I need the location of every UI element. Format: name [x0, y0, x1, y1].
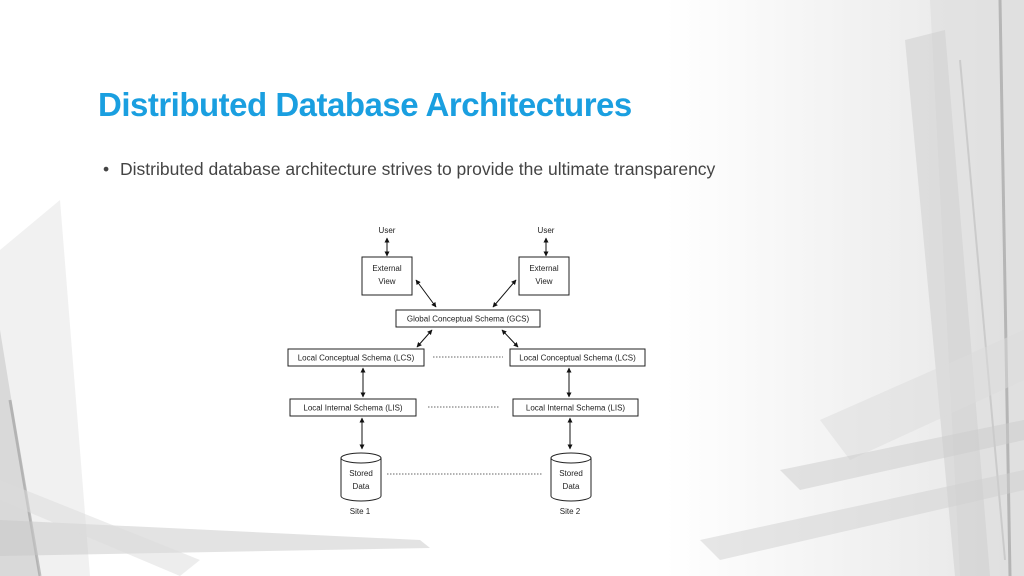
arrow-external-gcs-left [415, 279, 437, 308]
lcs-box-right [509, 348, 646, 367]
stored-data-left-line2: Data [353, 482, 370, 491]
site-label-left: Site 1 [350, 507, 371, 516]
stored-data-left: Stored Data [340, 452, 382, 502]
lis-label-right: Local Internal Schema (LIS) [526, 404, 625, 413]
arrow-gcs-lcs-right [501, 329, 519, 348]
external-view-right-line1: External [529, 264, 559, 273]
lis-box-right [512, 398, 639, 417]
diagram-backing [283, 218, 653, 523]
stored-data-right-line2: Data [563, 482, 580, 491]
arrow-external-gcs-right [492, 279, 517, 308]
user-label-left: User [379, 226, 396, 235]
bullet-item: Distributed database architecture strive… [120, 159, 716, 179]
lcs-box-left [287, 348, 425, 367]
arrow-gcs-lcs-left [416, 329, 433, 348]
stored-data-right: Stored Data [550, 452, 592, 502]
user-label-right: User [538, 226, 555, 235]
gcs-box [395, 309, 541, 328]
lis-label-left: Local Internal Schema (LIS) [303, 404, 402, 413]
external-view-right [518, 256, 570, 296]
bullet-icon: • [103, 159, 110, 179]
slide-title: Distributed Database Architectures [98, 86, 632, 123]
external-view-right-line2: View [535, 277, 552, 286]
lis-box-left [289, 398, 417, 417]
stored-data-left-line1: Stored [349, 469, 373, 478]
lcs-label-right: Local Conceptual Schema (LCS) [519, 354, 636, 363]
external-view-left-line2: View [378, 277, 395, 286]
stored-data-right-line1: Stored [559, 469, 583, 478]
lcs-label-left: Local Conceptual Schema (LCS) [298, 354, 415, 363]
external-view-left-line1: External [372, 264, 402, 273]
site-label-right: Site 2 [560, 507, 581, 516]
external-view-left [361, 256, 413, 296]
gcs-label: Global Conceptual Schema (GCS) [407, 315, 530, 324]
